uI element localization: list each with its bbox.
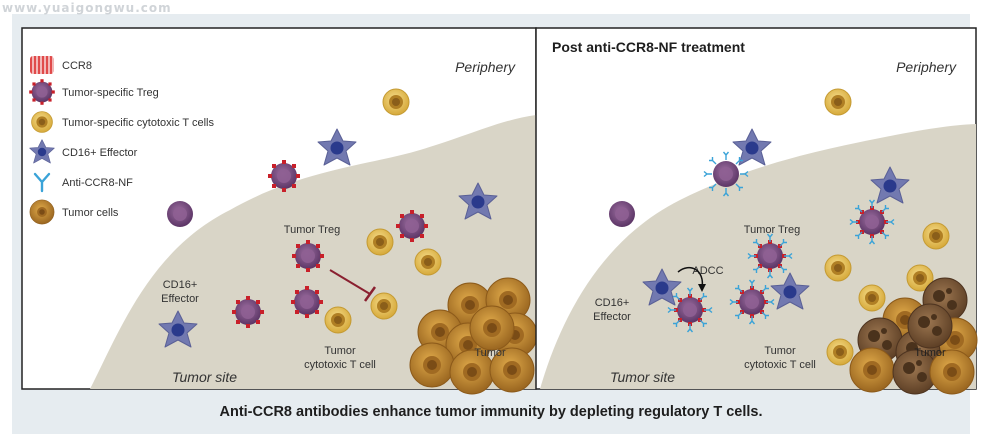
cytotoxic-t-cell-icon xyxy=(31,111,53,133)
antibody-icon xyxy=(33,172,51,193)
adcc-arrow xyxy=(677,267,704,289)
watermark: www.yuaigongwu.com xyxy=(2,1,172,15)
cd16-label: CD16+ xyxy=(163,279,198,291)
ctl-cell xyxy=(858,284,886,312)
treg-cell xyxy=(232,296,264,328)
legend-label: CD16+ Effector xyxy=(62,147,138,159)
cytotoxic-label: cytotoxic T cell xyxy=(304,359,376,371)
legend-label: Anti-CCR8-NF xyxy=(62,177,133,189)
ctl-cell xyxy=(922,222,950,250)
legend-label: Tumor cells xyxy=(62,207,119,219)
treg-cell xyxy=(167,201,193,227)
figure-caption: Anti-CCR8 antibodies enhance tumor immun… xyxy=(219,404,763,420)
treg-cell xyxy=(268,160,300,192)
inhibition-arrow xyxy=(329,269,377,302)
tumor-site-label: Tumor site xyxy=(172,369,237,385)
treg-cell xyxy=(609,201,635,227)
ctl-cell xyxy=(324,306,352,334)
ctl-cell xyxy=(370,292,398,320)
ccr8-receptor-icon xyxy=(30,56,54,74)
ctl-cell xyxy=(824,254,852,282)
tumor-label: Tumor xyxy=(914,347,946,359)
ctl-cell xyxy=(826,338,854,366)
right-panel: Post anti-CCR8-NF treatment Periphery Tu… xyxy=(535,27,978,395)
periphery-label: Periphery xyxy=(455,59,516,75)
treg-cell xyxy=(291,286,323,318)
treg-cell xyxy=(292,240,324,272)
tumor-cell-icon xyxy=(29,199,55,225)
legend-label: Tumor-specific Treg xyxy=(62,87,159,99)
tumor-site-label: Tumor site xyxy=(610,369,675,385)
left-panel: CCR8 Tumor-specific Treg Tumor-specific … xyxy=(21,27,538,395)
ctl-cell xyxy=(414,248,442,276)
cd16-label: Effector xyxy=(161,293,199,305)
ctl-cell xyxy=(382,88,410,116)
treg-cell xyxy=(396,210,428,242)
tumor-treg-label: Tumor Treg xyxy=(284,224,340,236)
cd16-label: CD16+ xyxy=(595,297,630,309)
legend: CCR8 Tumor-specific Treg Tumor-specific … xyxy=(29,56,215,225)
cytotoxic-label: cytotoxic T cell xyxy=(744,359,816,371)
legend-label: CCR8 xyxy=(62,60,92,72)
ctl-cell xyxy=(366,228,394,256)
treg-cell-icon xyxy=(29,79,55,105)
periphery-label: Periphery xyxy=(896,59,957,75)
cytotoxic-label: Tumor xyxy=(764,345,796,357)
tumor-label: Tumor xyxy=(474,347,506,359)
legend-label: Tumor-specific cytotoxic T cells xyxy=(62,117,215,129)
panel-title: Post anti-CCR8-NF treatment xyxy=(552,39,745,55)
cd16-label: Effector xyxy=(593,311,631,323)
cytotoxic-label: Tumor xyxy=(324,345,356,357)
ctl-cell xyxy=(824,88,852,116)
tumor-treg-label: Tumor Treg xyxy=(744,224,800,236)
